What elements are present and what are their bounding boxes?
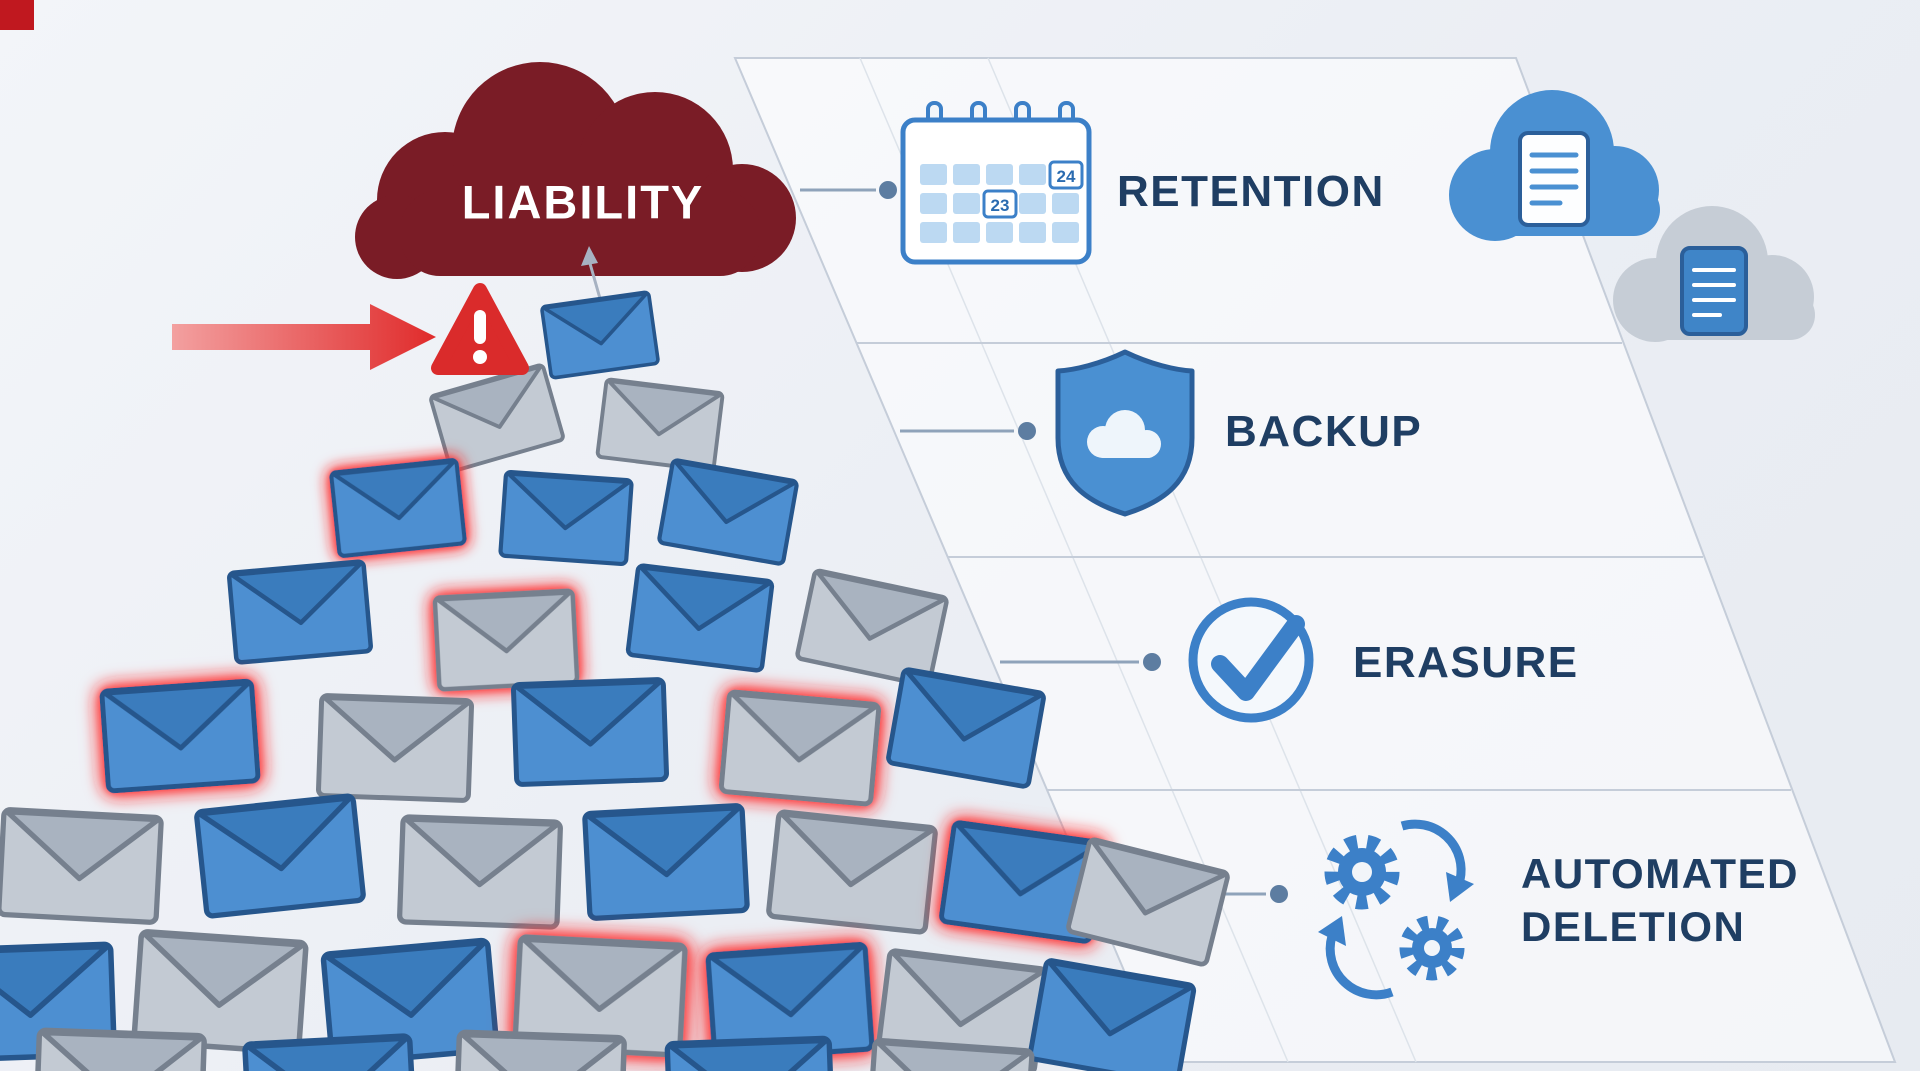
- envelope-flagged: [705, 941, 875, 1063]
- calendar-day-24: 24: [1057, 167, 1076, 186]
- document-icon: [1680, 246, 1748, 336]
- check-circle-icon: [1188, 597, 1314, 723]
- calendar-day-23: 23: [991, 196, 1010, 215]
- retention-label: RETENTION: [1117, 167, 1385, 216]
- cloud-document-blue-icon: [1449, 90, 1660, 241]
- warning-triangle-icon: [431, 283, 529, 375]
- connector-dots: [879, 181, 1288, 903]
- document-icon: [1518, 131, 1590, 227]
- envelope: [316, 693, 474, 803]
- envelope: [886, 667, 1046, 789]
- envelope: [227, 559, 373, 665]
- calendar-day-cell: [982, 189, 1018, 219]
- envelope-flagged: [512, 934, 688, 1058]
- liability-cloud: [355, 62, 796, 279]
- automated-deletion-label: AUTOMATED DELETION: [1521, 847, 1799, 953]
- corner-red-mark: [0, 0, 34, 30]
- envelope: [194, 793, 366, 919]
- envelope: [795, 568, 949, 688]
- envelope: [1066, 837, 1230, 967]
- envelope: [625, 563, 775, 673]
- cloud-document-gray-icon: [1613, 206, 1815, 342]
- envelope: [0, 807, 164, 925]
- red-arrow-icon: [172, 304, 436, 370]
- envelope: [498, 469, 634, 567]
- envelope-flagged: [329, 458, 467, 558]
- envelope: [131, 929, 309, 1055]
- envelope: [429, 363, 565, 473]
- pile-to-cloud-arrow: [581, 246, 603, 303]
- envelope: [1027, 958, 1197, 1071]
- envelope: [657, 458, 799, 566]
- envelope-flagged: [99, 678, 261, 794]
- automated-deletion-line2: DELETION: [1521, 903, 1746, 950]
- envelope-flagged: [432, 588, 580, 692]
- email-pile: [0, 290, 1230, 1071]
- calendar-day-cell: [1048, 160, 1084, 190]
- envelope-flagged: [939, 820, 1105, 944]
- envelope: [320, 937, 500, 1067]
- envelope-flagged: [718, 689, 882, 807]
- envelope: [766, 809, 938, 935]
- envelope: [242, 1033, 418, 1071]
- envelope: [540, 290, 660, 380]
- erasure-label: ERASURE: [1353, 638, 1579, 687]
- envelope: [865, 1037, 1035, 1071]
- cloud-glyph: [1087, 410, 1161, 458]
- calendar-icon: 23 24: [900, 101, 1092, 265]
- gears-sync-icon: [1318, 819, 1474, 1000]
- backup-label: BACKUP: [1225, 407, 1423, 456]
- envelope: [582, 803, 750, 921]
- envelope: [664, 1035, 836, 1071]
- envelope: [33, 1027, 207, 1071]
- shield-cloud-icon: [1055, 349, 1195, 517]
- envelope: [397, 814, 563, 930]
- envelope: [453, 1029, 627, 1071]
- liability-label: LIABILITY: [461, 175, 705, 229]
- envelope: [511, 677, 669, 787]
- automated-deletion-line1: AUTOMATED: [1521, 850, 1799, 897]
- envelope: [595, 377, 725, 473]
